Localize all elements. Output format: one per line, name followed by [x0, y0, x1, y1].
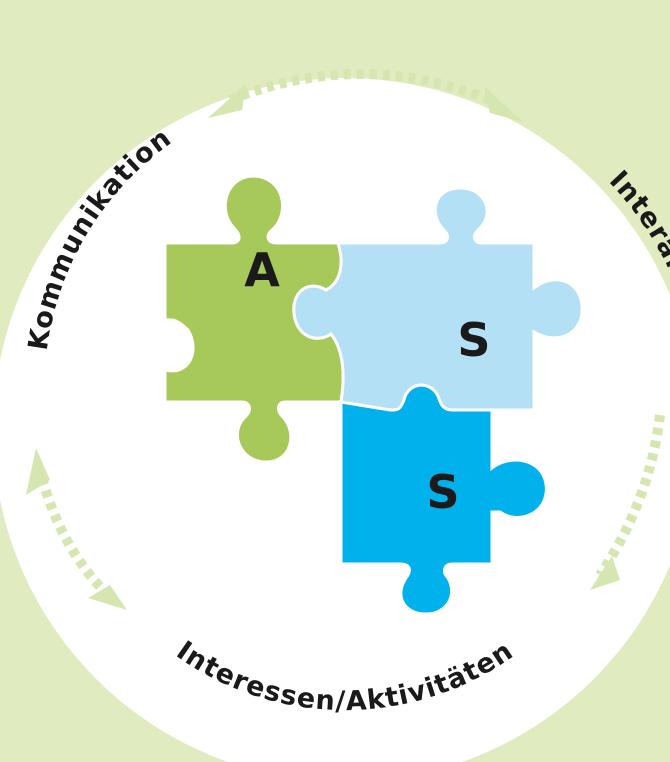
green-piece-letter: A — [244, 243, 280, 297]
arrow-left — [26, 448, 127, 610]
blue-piece-letter: S — [426, 465, 459, 519]
light-blue-piece-letter: S — [457, 313, 490, 367]
arrow-top — [208, 69, 523, 122]
blue-puzzle-piece — [339, 383, 548, 616]
arrow-right — [590, 414, 665, 590]
